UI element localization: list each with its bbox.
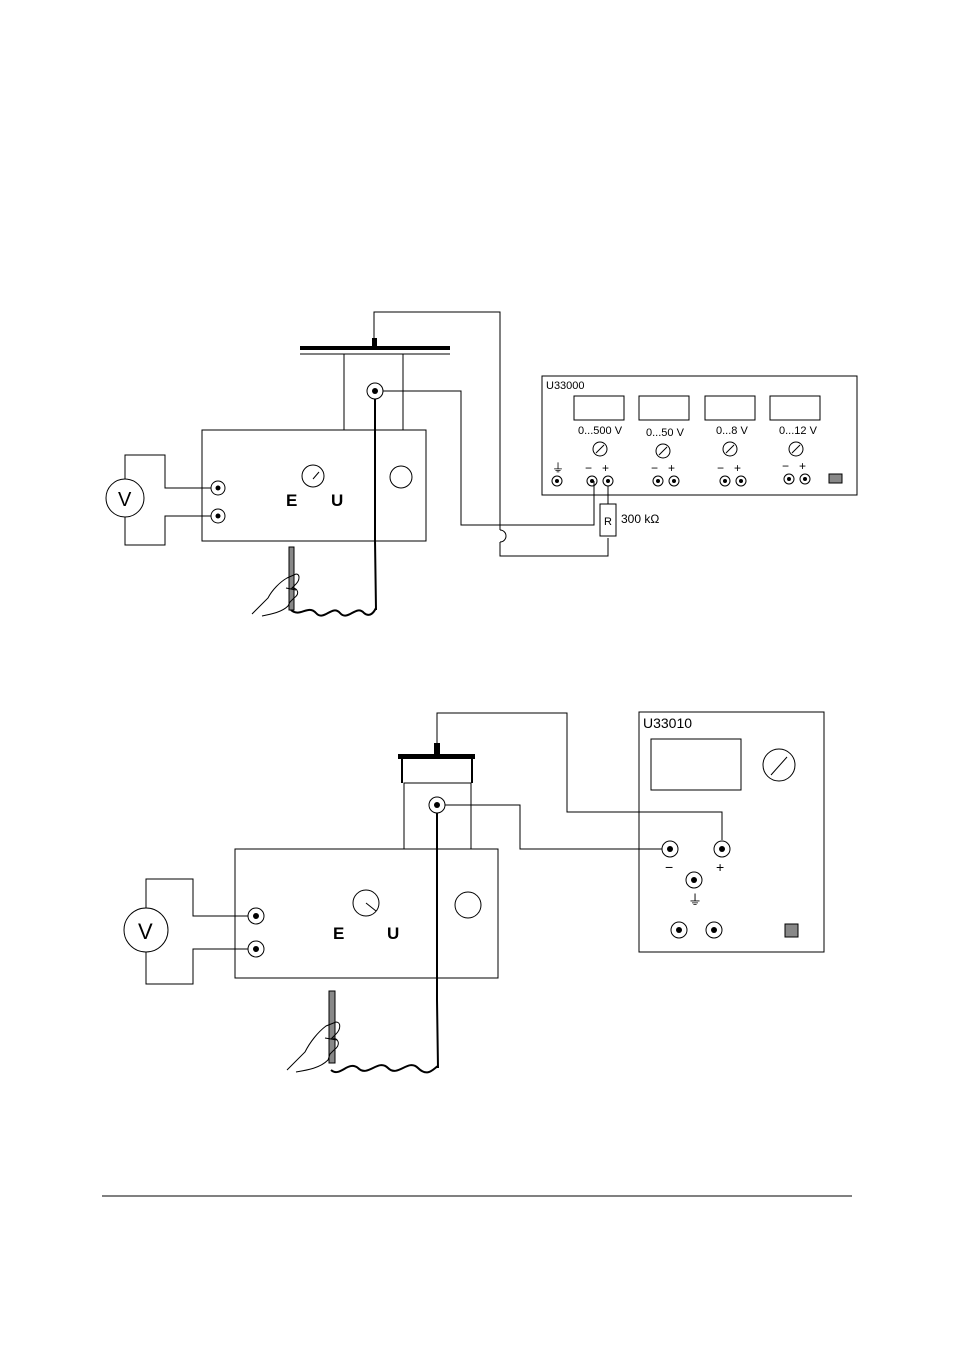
setup-1: E U V U33000 0...500 V 0...50 V 0...8 V … xyxy=(106,312,857,616)
range-12v: 0...12 V xyxy=(779,425,818,437)
socket-ground-2[interactable] xyxy=(686,872,702,888)
range-50v: 0...50 V xyxy=(646,427,685,439)
plus-8v: + xyxy=(734,461,741,475)
display-12v xyxy=(770,396,820,420)
plus-500v: + xyxy=(602,461,609,475)
output-socket-right[interactable] xyxy=(706,922,722,938)
minus-500v: − xyxy=(585,461,592,475)
knob-12v[interactable] xyxy=(789,442,803,456)
power-supply-u33010 xyxy=(639,712,824,952)
label-u: U xyxy=(331,491,343,510)
label-e-2: E xyxy=(333,924,344,943)
wire-voltmeter-top-2 xyxy=(146,879,248,916)
supply-model-2: U33010 xyxy=(643,715,692,731)
socket-8v-plus[interactable] xyxy=(736,476,746,486)
wire-voltmeter-bottom xyxy=(125,516,211,545)
probe-lead-coil-2 xyxy=(331,1065,438,1072)
output-socket-left[interactable] xyxy=(671,922,687,938)
knob[interactable] xyxy=(390,466,412,488)
ground-label-2: ⏚ xyxy=(688,892,702,908)
setup-2: E U V U33010 − + ⏚ xyxy=(124,712,824,1072)
range-8v: 0...8 V xyxy=(716,425,748,437)
probe-lead xyxy=(375,399,376,610)
socket-500v-minus[interactable] xyxy=(587,476,597,486)
label-u-2: U xyxy=(387,924,399,943)
socket-8v-minus[interactable] xyxy=(720,476,730,486)
socket-12v-plus[interactable] xyxy=(800,474,810,484)
minus-label-2: − xyxy=(665,859,673,875)
socket-50v-plus[interactable] xyxy=(669,476,679,486)
electrometer-1 xyxy=(202,430,426,541)
display-2 xyxy=(651,739,741,790)
socket-50v-minus[interactable] xyxy=(653,476,663,486)
wire-voltmeter-top xyxy=(125,455,211,488)
socket-minus-2[interactable] xyxy=(662,841,678,857)
voltage-knob-2[interactable] xyxy=(763,749,795,781)
knob-8v[interactable] xyxy=(723,442,737,456)
plus-12v: + xyxy=(799,459,806,473)
wire-socket-to-minus xyxy=(383,391,594,525)
socket-plus-2[interactable] xyxy=(714,841,730,857)
display-500v xyxy=(574,396,624,420)
minus-50v: − xyxy=(651,461,658,475)
wire-plate-to-supply xyxy=(374,312,500,530)
wire-crossover xyxy=(500,530,506,542)
probe-lead-coil xyxy=(291,608,376,616)
label-e: E xyxy=(286,491,297,510)
probe-lead-2 xyxy=(437,813,438,1068)
minus-8v: − xyxy=(717,461,724,475)
plate-terminal-2 xyxy=(434,743,440,755)
ground-symbol: ⏚ xyxy=(552,461,564,475)
socket-500v-plus[interactable] xyxy=(603,476,613,486)
power-switch[interactable] xyxy=(829,474,842,483)
meter-dial xyxy=(302,465,324,487)
knob-500v[interactable] xyxy=(593,442,607,456)
knob-50v[interactable] xyxy=(656,444,670,458)
socket-ground[interactable] xyxy=(552,476,562,486)
plus-label-2: + xyxy=(716,859,724,875)
plus-50v: + xyxy=(668,461,675,475)
socket-12v-minus[interactable] xyxy=(784,474,794,484)
voltmeter-symbol-2: V xyxy=(138,919,153,944)
resistor-value: 300 kΩ xyxy=(621,512,659,526)
voltmeter-symbol: V xyxy=(118,489,132,511)
power-switch-2[interactable] xyxy=(785,924,798,937)
minus-12v: − xyxy=(782,459,789,473)
resistor-symbol: R xyxy=(604,516,612,528)
wire-to-resistor xyxy=(500,538,608,556)
plate-terminal xyxy=(372,338,377,348)
supply-model: U33000 xyxy=(546,380,585,392)
wire-voltmeter-bottom-2 xyxy=(146,949,248,984)
range-500v: 0...500 V xyxy=(578,425,623,437)
display-8v xyxy=(705,396,755,420)
wire-plate-to-plus xyxy=(437,713,722,840)
knob-2[interactable] xyxy=(455,892,481,918)
display-50v xyxy=(639,396,689,420)
